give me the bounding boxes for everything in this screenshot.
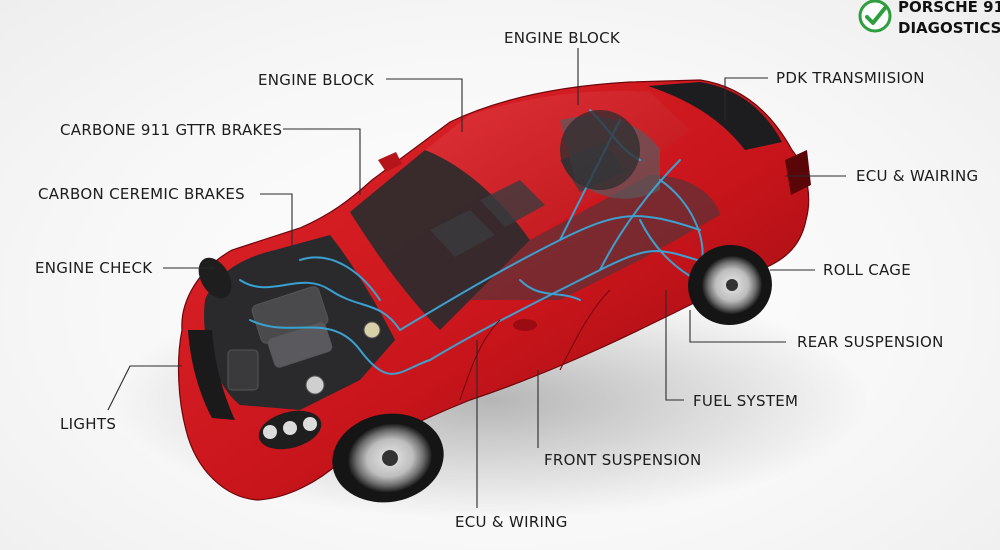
- leader-carbone-brakes: [283, 128, 361, 195]
- door-handle: [513, 319, 537, 331]
- door-seam: [459, 289, 611, 401]
- brand-name-line1: PORSCHE 911: [898, 0, 1000, 16]
- label-pdk-transmission: PDK TRANSMIISION: [776, 69, 925, 87]
- callout-labels: ENGINE BLOCK ENGINE BLOCK CARBONE 911 GT…: [35, 29, 978, 531]
- side-window: [470, 175, 720, 300]
- label-rear-suspension: REAR SUSPENSION: [797, 333, 944, 351]
- label-ecu-wiring: ECU & WIRING: [455, 513, 568, 531]
- front-wheel: [332, 413, 444, 503]
- label-engine-block-top: ENGINE BLOCK: [504, 29, 621, 47]
- car-illustration: [177, 79, 811, 503]
- taillight: [785, 150, 811, 195]
- leader-rear-suspension: [689, 310, 786, 343]
- label-engine-check: ENGINE CHECK: [35, 259, 153, 277]
- side-mirror: [378, 152, 402, 172]
- leader-lights: [107, 365, 182, 411]
- check-circle-icon: [858, 0, 892, 33]
- label-roll-cage: ROLL CAGE: [823, 261, 911, 279]
- engine-details: [227, 286, 381, 395]
- label-carbone-brakes: CARBONE 911 GTTR BRAKES: [60, 121, 282, 139]
- front-grille: [188, 330, 235, 420]
- leader-pdk-transmission: [724, 77, 768, 120]
- label-ecu-wairing: ECU & WAIRING: [856, 167, 978, 185]
- label-fuel-system: FUEL SYSTEM: [693, 392, 798, 410]
- rear-brake-disc: [560, 110, 640, 190]
- label-engine-block-left: ENGINE BLOCK: [258, 71, 375, 89]
- brand-logo: PORSCHE 911 DIAGOSTICS: [858, 0, 1000, 37]
- headlights: [198, 257, 322, 450]
- leader-engine-block-left: [386, 78, 463, 132]
- leader-fuel-system: [665, 290, 684, 401]
- leader-lines: [107, 48, 846, 508]
- label-lights: LIGHTS: [60, 415, 116, 433]
- label-front-suspension: FRONT SUSPENSION: [544, 451, 702, 469]
- rear-window: [648, 82, 782, 150]
- leader-carbon-ceremic-brakes: [260, 193, 293, 250]
- rear-wheel: [688, 244, 772, 326]
- brand-name-line2: DIAGOSTICS: [898, 19, 1000, 37]
- label-carbon-ceremic-brakes: CARBON CEREMIC BRAKES: [38, 185, 245, 203]
